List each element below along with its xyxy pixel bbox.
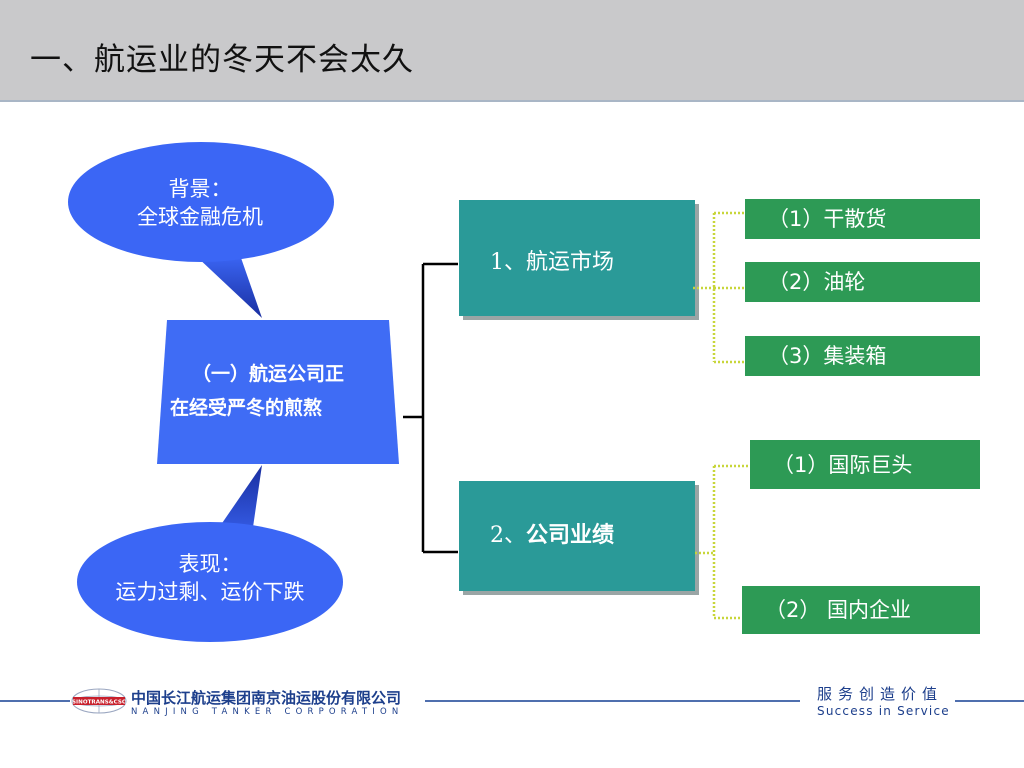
performance-label-prefix: 2、: [490, 523, 526, 548]
slogan-cn: 服务创造价值: [817, 685, 944, 703]
background-ellipse: [68, 142, 334, 262]
center-box-line1: （一）航运公司正: [192, 363, 345, 385]
market-item-3: （3）集装箱: [768, 344, 887, 368]
performance-label-main: 公司业绩: [526, 523, 615, 548]
company-logo: SINOTRANS&CSC: [71, 688, 127, 714]
center-box-line2: 在经受严冬的煎熬: [170, 397, 323, 419]
market-item-1: （1）干散货: [768, 207, 887, 231]
performance-callout-line1: 表现：: [178, 552, 242, 576]
performance-item-2: （2） 国内企业: [765, 598, 912, 622]
performance-item-box-1: [750, 440, 980, 489]
title-bar: 一、航运业的冬天不会太久: [0, 0, 1024, 102]
background-callout-line2: 全球金融危机: [137, 205, 263, 229]
company-name-cn: 中国长江航运集团南京油运股份有限公司: [131, 689, 402, 707]
performance-ellipse: [77, 522, 343, 642]
company-name-en: NANJING TANKER CORPORATION: [131, 707, 404, 717]
background-callout-tail: [195, 255, 262, 318]
performance-callout-text: 表现： 运力过剩、运价下跌: [80, 550, 340, 606]
performance-label: 2、公司业绩: [490, 521, 614, 551]
market-item-box-3: [745, 336, 980, 376]
background-callout-text: 背景： 全球金融危机: [100, 175, 300, 231]
market-dotted-bracket: [693, 211, 746, 364]
footer-line-middle: [425, 700, 800, 702]
market-item-2: （2）油轮: [768, 270, 866, 294]
footer-line-left: [0, 700, 70, 702]
slide-title: 一、航运业的冬天不会太久: [30, 42, 414, 78]
performance-item-1: （1）国际巨头: [773, 453, 913, 477]
market-item-box-1: [745, 199, 980, 239]
performance-callout-line2: 运力过剩、运价下跌: [115, 580, 305, 604]
market-box: [459, 200, 695, 316]
logo-text: SINOTRANS&CSC: [72, 700, 126, 706]
performance-item-box-2: [742, 586, 980, 634]
market-item-box-2: [745, 262, 980, 302]
diagram-canvas: [68, 142, 980, 642]
center-box-text: （一）航运公司正 在经受严冬的煎熬: [170, 357, 390, 425]
footer-line-right: [955, 700, 1024, 702]
background-callout-line1: 背景：: [168, 177, 232, 201]
performance-dotted-bracket: [695, 464, 748, 620]
market-label: 1、航运市场: [490, 250, 614, 275]
performance-box: [459, 481, 695, 591]
slogan-en: Success in Service: [817, 704, 950, 718]
center-box: [157, 320, 399, 464]
main-bracket: [403, 262, 458, 554]
